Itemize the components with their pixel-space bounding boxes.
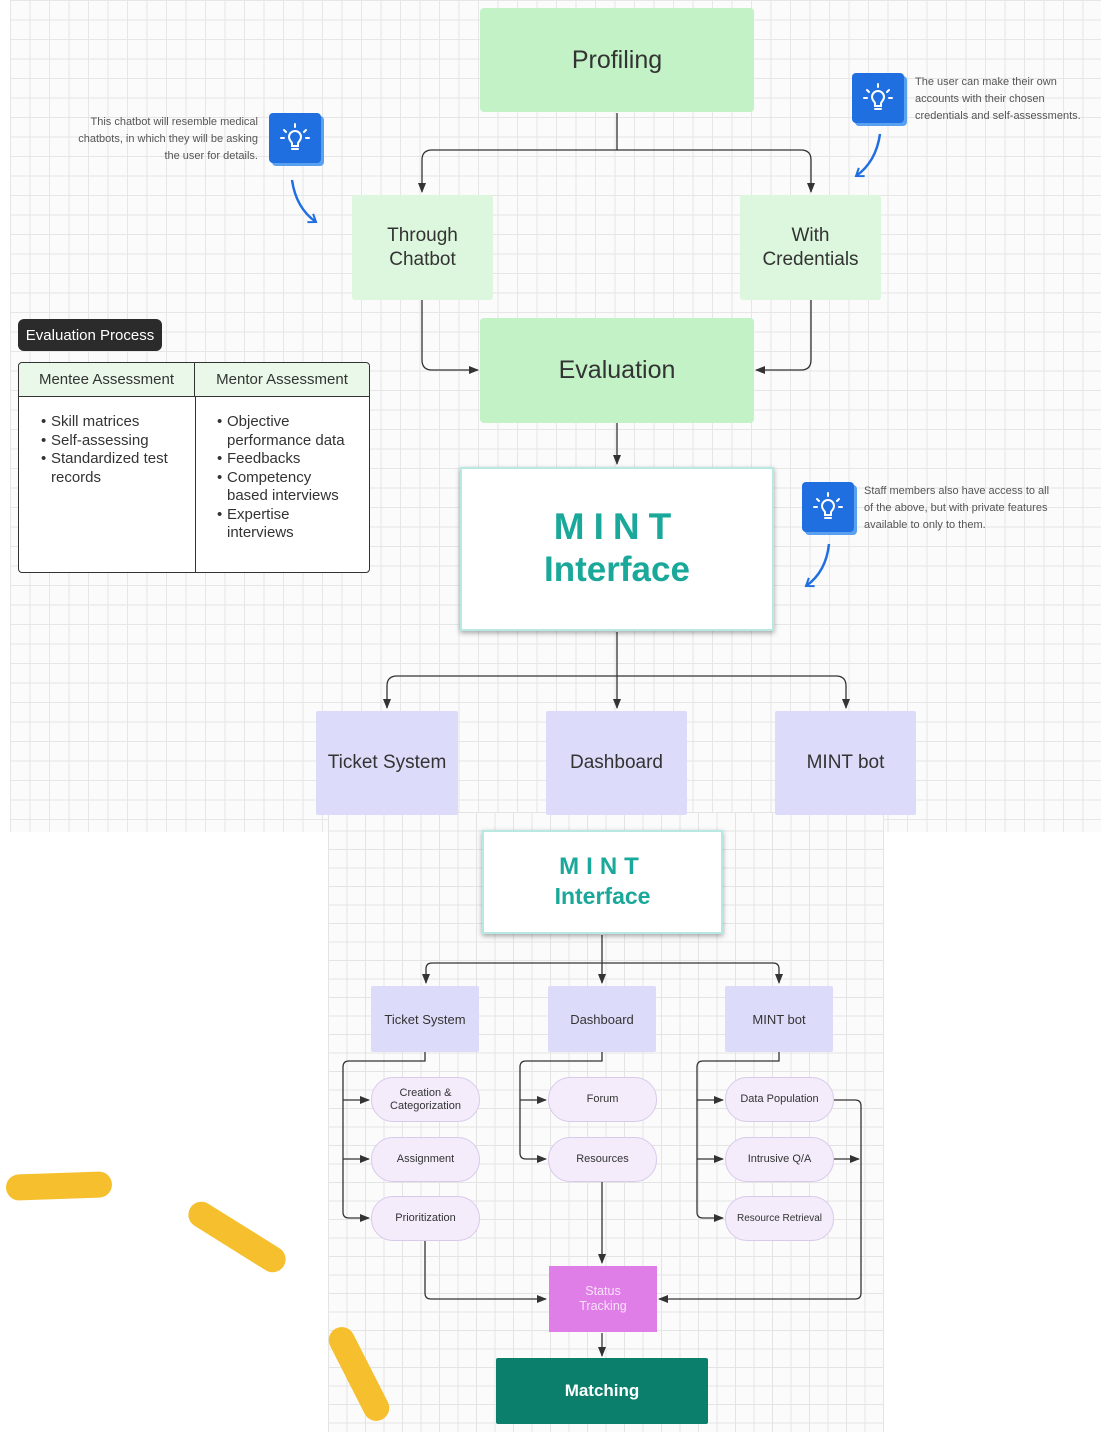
lightbulb-glyph <box>813 492 843 519</box>
mentor-assessment-title: Mentor Assessment <box>216 371 348 388</box>
staff-note: Staff members also have access to all of… <box>864 485 1050 531</box>
chatbot-note: This chatbot will resemble medical chatb… <box>78 116 258 162</box>
ticket-system-node[interactable]: Ticket System <box>316 711 458 815</box>
through-chatbot-label: Through Chatbot <box>387 224 458 270</box>
data-population-label: Data Population <box>740 1093 819 1106</box>
list-item: Objective <box>217 413 367 432</box>
resource-retrieval-node[interactable]: Resource Retrieval <box>725 1196 834 1241</box>
assignment-node[interactable]: Assignment <box>371 1137 480 1182</box>
resources-node[interactable]: Resources <box>548 1137 657 1182</box>
with-credentials-node[interactable]: With Credentials <box>740 195 881 300</box>
mint-bot-label-small: MINT bot <box>752 1011 806 1027</box>
lightbulb-icon <box>852 73 904 123</box>
mentee-assessment-list: Skill matrices Self-assessing Standardiz… <box>41 413 191 487</box>
profiling-node[interactable]: Profiling <box>480 8 754 112</box>
through-chatbot-node[interactable]: Through Chatbot <box>352 195 493 300</box>
evaluation-label: Evaluation <box>558 356 676 384</box>
data-population-node[interactable]: Data Population <box>725 1077 834 1122</box>
prioritization-node[interactable]: Prioritization <box>371 1196 480 1241</box>
ticket-system-node-small[interactable]: Ticket System <box>371 986 479 1052</box>
list-item: Competency <box>217 469 367 488</box>
forum-node[interactable]: Forum <box>548 1077 657 1122</box>
credentials-note: The user can make their own accounts wit… <box>915 76 1081 122</box>
ticket-system-label-small: Ticket System <box>384 1011 466 1027</box>
mint-title-small: MINT <box>559 853 646 880</box>
mentee-assessment-header: Mentee Assessment <box>19 363 195 397</box>
mint-interface-node[interactable]: MINT Interface <box>460 467 774 631</box>
dashboard-label: Dashboard <box>570 752 663 773</box>
ticket-system-label: Ticket System <box>327 752 447 773</box>
list-item: Skill matrices <box>41 413 191 432</box>
assignment-label: Assignment <box>396 1153 455 1166</box>
lightbulb-glyph <box>280 123 310 150</box>
intrusive-qa-label: Intrusive Q/A <box>747 1153 812 1166</box>
mint-bot-node-small[interactable]: MINT bot <box>725 986 833 1052</box>
forum-label: Forum <box>586 1093 619 1106</box>
dashboard-node-small[interactable]: Dashboard <box>548 986 656 1052</box>
mentor-assessment-list: Objective performance data Feedbacks Com… <box>217 413 367 543</box>
decorative-swoosh <box>5 1171 113 1201</box>
mint-bot-label: MINT bot <box>806 752 885 773</box>
status-tracking-node[interactable]: Status Tracking <box>549 1266 657 1332</box>
lightbulb-glyph <box>863 83 893 110</box>
dashboard-label-small: Dashboard <box>570 1011 634 1027</box>
mint-interface-node-small[interactable]: MINT Interface <box>482 830 723 934</box>
lightbulb-icon <box>802 482 854 532</box>
matching-label: Matching <box>564 1381 640 1400</box>
mint-subtitle-small: Interface <box>554 883 651 909</box>
status-tracking-label: Status Tracking <box>579 1284 627 1313</box>
list-item: performance data <box>227 431 345 449</box>
profiling-label: Profiling <box>571 45 663 74</box>
table-divider <box>195 397 196 572</box>
intrusive-qa-node[interactable]: Intrusive Q/A <box>725 1137 834 1182</box>
mentor-assessment-header: Mentor Assessment <box>195 363 369 397</box>
creation-categorization-node[interactable]: Creation & Categorization <box>371 1077 480 1122</box>
list-item: Feedbacks <box>217 450 367 469</box>
list-item: interviews <box>227 524 294 541</box>
creation-categorization-label: Creation & Categorization <box>390 1087 461 1112</box>
mentee-assessment-title: Mentee Assessment <box>38 371 175 388</box>
resource-retrieval-label: Resource Retrieval <box>736 1213 823 1224</box>
mint-subtitle: Interface <box>544 550 690 589</box>
dashboard-node[interactable]: Dashboard <box>546 711 687 815</box>
list-item: Standardized test <box>41 450 191 469</box>
list-item: Expertise <box>217 506 367 525</box>
list-item: Self-assessing <box>41 432 191 451</box>
evaluation-process-title: Evaluation Process <box>25 326 155 344</box>
lightbulb-icon <box>269 113 321 163</box>
resources-label: Resources <box>576 1153 629 1166</box>
with-credentials-label: With Credentials <box>762 224 859 270</box>
list-item: based interviews <box>227 487 339 504</box>
evaluation-table: Mentee Assessment Mentor Assessment Skil… <box>18 362 370 573</box>
evaluation-process-header: Evaluation Process <box>18 319 162 351</box>
mint-title: MINT <box>553 506 681 547</box>
prioritization-label: Prioritization <box>395 1212 456 1225</box>
mint-bot-node[interactable]: MINT bot <box>775 711 916 815</box>
list-item: records <box>51 468 102 486</box>
evaluation-node[interactable]: Evaluation <box>480 318 754 423</box>
matching-node[interactable]: Matching <box>496 1358 708 1424</box>
